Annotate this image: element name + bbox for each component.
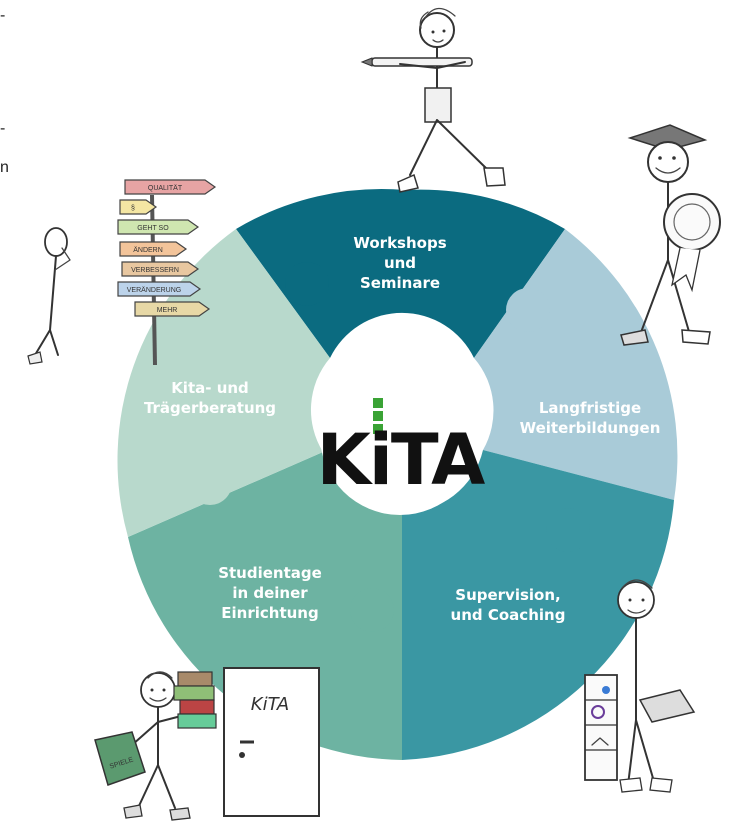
label-supervision-coaching: Supervision, und Coaching — [451, 586, 566, 624]
signpost-arrow: § — [119, 199, 158, 215]
logo-text: KiTA — [317, 419, 486, 501]
signpost-label: QUALITÄT — [148, 184, 183, 192]
thinking-figure-illustration — [27, 227, 71, 365]
kita-door-illustration: KiTA — [223, 667, 320, 817]
puzzle-knob-supervision — [546, 508, 590, 552]
segment-studientage[interactable] — [128, 452, 402, 760]
puzzle-wheel — [117, 189, 678, 760]
walking-student-illustration — [360, 7, 506, 193]
graduate-illustration — [620, 124, 721, 346]
signpost-label: MEHR — [157, 307, 178, 314]
segment-label-line: Langfristige — [539, 399, 641, 417]
segment-label-line: Einrichtung — [221, 604, 318, 622]
edge-text-top: - — [0, 7, 5, 24]
signpost-arrow: MEHR — [134, 301, 211, 317]
building-figure-illustration — [584, 579, 696, 793]
signpost-arrow: GEHT SO — [117, 219, 200, 235]
shopping-figure-illustration: SPIELE — [94, 671, 217, 821]
logo-accent-square — [373, 424, 383, 434]
segment-label-line: Studientage — [218, 564, 322, 582]
signpost-arrow: QUALITÄT — [124, 179, 217, 195]
segment-label-line: und — [384, 254, 416, 272]
segment-supervision-coaching[interactable] — [402, 450, 674, 760]
signpost-label: § — [131, 205, 135, 212]
puzzle-knob-workshops — [285, 262, 329, 306]
puzzle-knob-langfristig — [506, 288, 550, 332]
logo-accent-square — [373, 398, 383, 408]
segment-label-line: in deiner — [232, 584, 308, 602]
center-circle — [320, 355, 480, 515]
signpost-label: ÄNDERN — [133, 246, 163, 254]
segment-label-line: Weiterbildungen — [520, 419, 661, 437]
segment-label-line: Trägerberatung — [144, 399, 276, 417]
segment-label-line: Supervision, — [455, 586, 560, 604]
signpost-arrow: ÄNDERN — [119, 241, 188, 257]
segment-label-line: Kita- und — [171, 379, 249, 397]
segment-label-line: und Coaching — [451, 606, 566, 624]
puzzle-knob-beratung — [188, 461, 232, 505]
segment-label-line: Seminare — [360, 274, 440, 292]
logo-accent-square — [373, 411, 383, 421]
signpost-illustration: QUALITÄT § GEHT SO ÄNDERN VERBESSERN VERÄNDER… — [117, 179, 217, 366]
segment-label-line: Workshops — [353, 234, 446, 252]
segment-workshops[interactable] — [236, 189, 565, 358]
signpost-label: VERBESSERN — [131, 267, 179, 274]
signpost-arrow: VERBESSERN — [121, 261, 200, 277]
kita-logo: KiTA — [317, 398, 487, 501]
edge-text-middle-2: n — [0, 159, 9, 176]
door-sign: KiTA — [251, 694, 289, 715]
signpost-arrow: VERÄNDERUNG — [117, 281, 202, 297]
puzzle-knob-studientage — [350, 588, 394, 632]
signpost-label: GEHT SO — [137, 225, 169, 232]
signpost-label: VERÄNDERUNG — [127, 286, 181, 294]
edge-text-middle: - — [0, 120, 5, 137]
